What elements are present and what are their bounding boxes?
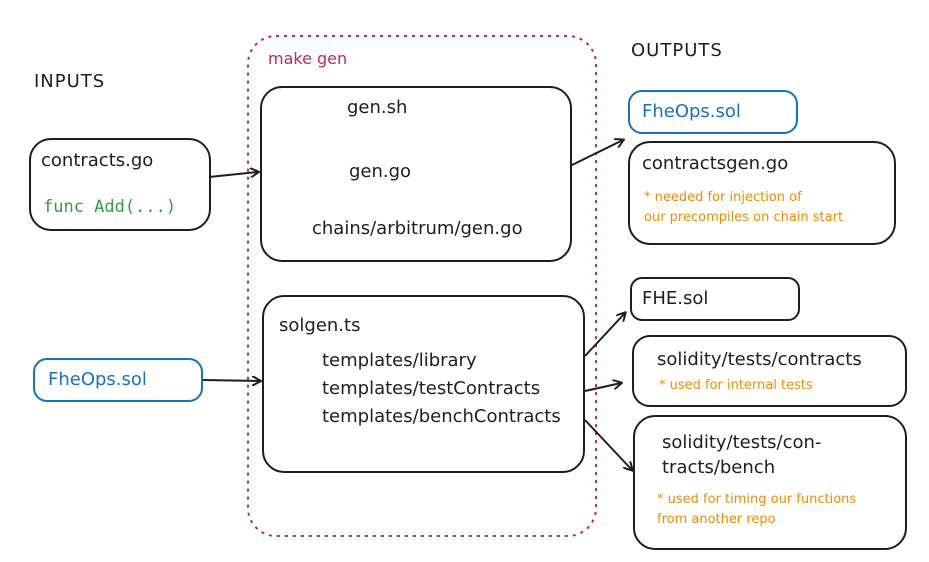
- make-gen-label: make gen: [268, 49, 348, 68]
- tests-bench-title-line-2: tracts/bench: [662, 457, 776, 478]
- arrow-solgen-to-fhe-sol: [584, 313, 625, 357]
- make-gen-boundary: [247, 35, 597, 537]
- input-fheops-title: FheOps.sol: [48, 369, 147, 390]
- contractsgen-go-note-line-2: our precompiles on chain start: [644, 210, 844, 225]
- outputs-heading: OUTPUTS: [631, 40, 723, 61]
- solgen-box: solgen.ts templates/library templates/te…: [262, 295, 585, 473]
- contracts-go-box: contracts.go func Add(...): [29, 138, 211, 231]
- arrow-fheops-to-solgen: [202, 380, 260, 381]
- gen-sh-label: gen.sh: [347, 97, 408, 118]
- tests-contracts-title: solidity/tests/contracts: [657, 349, 862, 370]
- tests-bench-note-line-2: from another repo: [657, 512, 776, 527]
- contractsgen-go-note-line-1: * needed for injection of: [644, 190, 802, 205]
- arrow-solgen-to-tests-contracts: [584, 383, 621, 392]
- tests-bench-title-line-1: solidity/tests/con-: [662, 432, 822, 453]
- contracts-go-code: func Add(...): [43, 197, 177, 217]
- fhe-sol-title: FHE.sol: [642, 288, 709, 309]
- gen-go-label: gen.go: [349, 161, 412, 182]
- template-testcontracts-label: templates/testContracts: [322, 378, 541, 399]
- tests-contracts-box: solidity/tests/contracts * used for inte…: [632, 335, 907, 407]
- tests-contracts-note: * used for internal tests: [659, 378, 813, 393]
- contractsgen-go-box: contractsgen.go * needed for injection o…: [628, 141, 896, 245]
- contracts-go-title: contracts.go: [41, 150, 154, 171]
- chains-arbitrum-gen-go-label: chains/arbitrum/gen.go: [312, 218, 523, 239]
- output-fheops-box: FheOps.sol: [628, 90, 798, 134]
- arrow-contracts-go-to-gen: [208, 172, 258, 178]
- contractsgen-go-title: contractsgen.go: [642, 153, 789, 174]
- input-fheops-box: FheOps.sol: [33, 358, 203, 402]
- template-benchcontracts-label: templates/benchContracts: [322, 406, 561, 427]
- arrow-solgen-to-tests-bench: [584, 419, 632, 470]
- template-library-label: templates/library: [322, 350, 477, 371]
- output-fheops-title: FheOps.sol: [642, 101, 741, 122]
- fhe-sol-box: FHE.sol: [630, 277, 800, 321]
- tests-bench-box: solidity/tests/con- tracts/bench * used …: [633, 415, 907, 550]
- solgen-title: solgen.ts: [279, 315, 361, 336]
- gen-pipeline-box: gen.sh gen.go chains/arbitrum/gen.go: [260, 86, 572, 262]
- tests-bench-note-line-1: * used for timing our functions: [657, 492, 857, 507]
- inputs-heading: INPUTS: [34, 71, 106, 92]
- arrow-gen-to-contractsgen: [571, 140, 623, 166]
